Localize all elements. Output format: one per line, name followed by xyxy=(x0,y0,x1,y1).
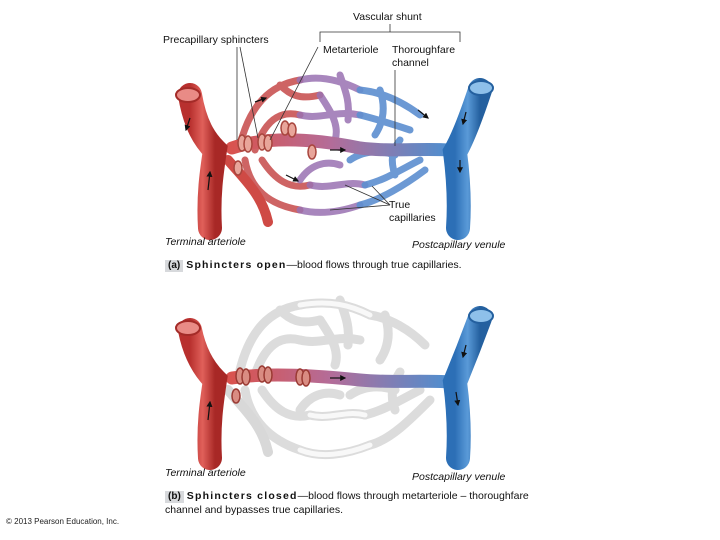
terminal-arteriole-b xyxy=(178,318,228,470)
caption-b-text: —blood flows through metarteriole – thor… xyxy=(297,490,529,502)
label-channel: channel xyxy=(392,57,429,69)
caption-a: (a)Sphincters open—blood flows through t… xyxy=(165,258,565,272)
label-true: True xyxy=(389,199,411,211)
label-thoroughfare: Thoroughfare xyxy=(392,44,456,56)
caption-a-text: —blood flows through true capillaries. xyxy=(286,259,462,271)
copyright-notice: © 2013 Pearson Education, Inc. xyxy=(6,517,120,526)
label-precapillary-sphincters: Precapillary sphincters xyxy=(163,34,269,46)
label-postcapillary-venule-a: Postcapillary venule xyxy=(412,239,506,251)
caption-a-tag: (a) xyxy=(165,260,184,272)
leader-lines-a xyxy=(236,24,461,211)
terminal-arteriole-a xyxy=(178,83,228,240)
panel-b-illustration xyxy=(175,295,494,470)
label-metarteriole: Metarteriole xyxy=(323,44,379,56)
caption-b-text-2: channel and bypasses true capillaries. xyxy=(165,504,344,516)
panel-a-illustration xyxy=(175,71,494,240)
caption-a-lead: Sphincters open xyxy=(186,259,287,271)
precapillary-sphincters-a xyxy=(233,120,317,176)
label-vascular-shunt: Vascular shunt xyxy=(353,11,422,23)
label-postcapillary-venule-b: Postcapillary venule xyxy=(412,471,506,483)
caption-b-tag: (b) xyxy=(165,491,184,503)
caption-b: (b)Sphincters closed—blood flows through… xyxy=(165,489,585,517)
precapillary-sphincters-b xyxy=(231,365,311,404)
postcapillary-venule-b xyxy=(442,306,492,470)
caption-b-lead: Sphincters closed xyxy=(186,490,298,502)
label-terminal-arteriole-b: Terminal arteriole xyxy=(165,467,246,479)
label-capillaries: capillaries xyxy=(389,212,436,224)
label-terminal-arteriole-a: Terminal arteriole xyxy=(165,236,246,248)
postcapillary-venule-a xyxy=(442,78,492,240)
